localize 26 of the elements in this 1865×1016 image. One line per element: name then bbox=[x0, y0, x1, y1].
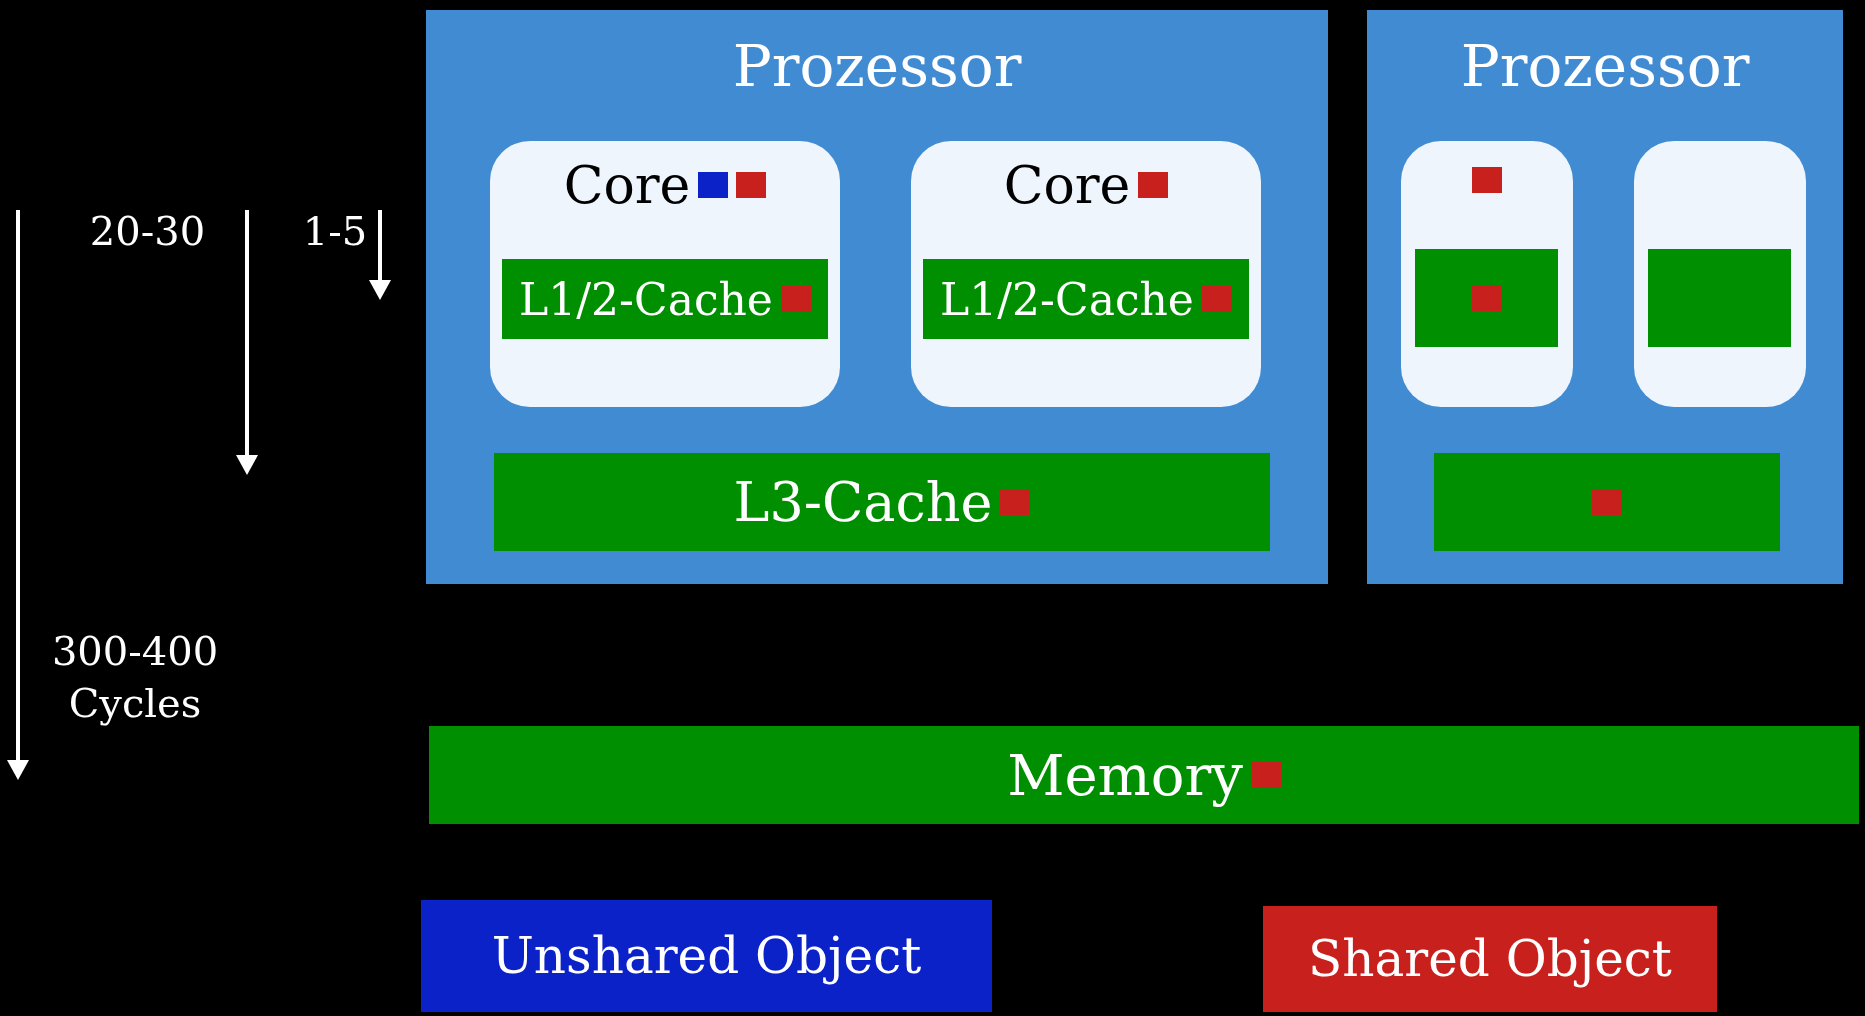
node-label: Core bbox=[1003, 155, 1131, 215]
core-box bbox=[490, 141, 840, 407]
core-box bbox=[911, 141, 1261, 407]
node-label: Core bbox=[563, 155, 691, 215]
core-box bbox=[1401, 141, 1573, 407]
node-label: Prozessor bbox=[1460, 32, 1750, 100]
legend-label: Shared Object bbox=[1308, 930, 1672, 988]
node-label: L1/2-Cache bbox=[519, 273, 773, 325]
node-label: L1/2-Cache bbox=[940, 273, 1194, 325]
cache-bar bbox=[1415, 249, 1558, 347]
latency-label: 300-400 Cycles bbox=[50, 627, 220, 728]
latency-label: 1-5 bbox=[301, 207, 369, 256]
core-box bbox=[1634, 141, 1806, 407]
latency-label: 20-30 bbox=[88, 207, 207, 256]
legend-label: Unshared Object bbox=[491, 927, 922, 985]
cache-bar bbox=[1434, 453, 1780, 551]
cache-bar bbox=[923, 259, 1249, 339]
node-label: Prozessor bbox=[732, 32, 1022, 100]
processor-panel bbox=[1367, 10, 1843, 584]
node-label: L3-Cache bbox=[733, 470, 993, 534]
cache-bar bbox=[494, 453, 1270, 551]
processor-panel bbox=[426, 10, 1328, 584]
cache-bar bbox=[502, 259, 828, 339]
memory-bar bbox=[429, 726, 1859, 824]
cache-bar bbox=[1648, 249, 1791, 347]
node-label: Memory bbox=[1007, 742, 1243, 808]
